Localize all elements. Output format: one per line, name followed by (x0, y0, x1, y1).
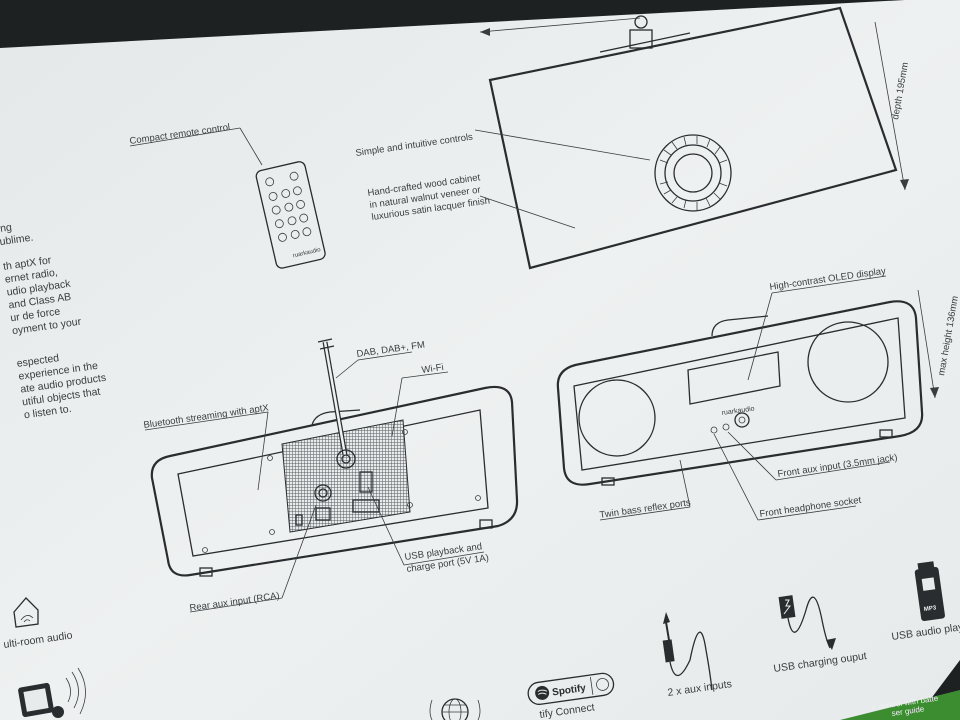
spotify-icon: Spotify (527, 672, 615, 705)
phone-bluetooth-icon (18, 667, 86, 718)
side-description: ing ublime. th aptX for ernet radio, udi… (0, 221, 107, 421)
control-dial (654, 134, 732, 212)
antenna (317, 338, 348, 456)
usb-stick-icon: MP3 (914, 561, 945, 622)
mp3-label: MP3 (924, 605, 938, 613)
wifi-label: Wi-Fi (421, 362, 444, 376)
globe-icon (429, 698, 481, 720)
side-text-1: ublime. (0, 232, 34, 249)
green-strip (840, 690, 960, 720)
right-speaker (807, 321, 889, 403)
front-brand: ruarkaudio (721, 405, 755, 417)
aux-cable-icon (662, 612, 713, 691)
oled-display (687, 351, 781, 405)
usb-cable-icon (778, 595, 836, 650)
home-icon (13, 597, 39, 628)
side-text-0: ing (0, 221, 13, 235)
left-speaker (578, 379, 656, 457)
radio-rear-view: Bluetooth streaming with aptX DAB, DAB+,… (143, 338, 519, 614)
spotify-logo: Spotify (551, 683, 587, 699)
side-text-8: espected (16, 352, 60, 370)
